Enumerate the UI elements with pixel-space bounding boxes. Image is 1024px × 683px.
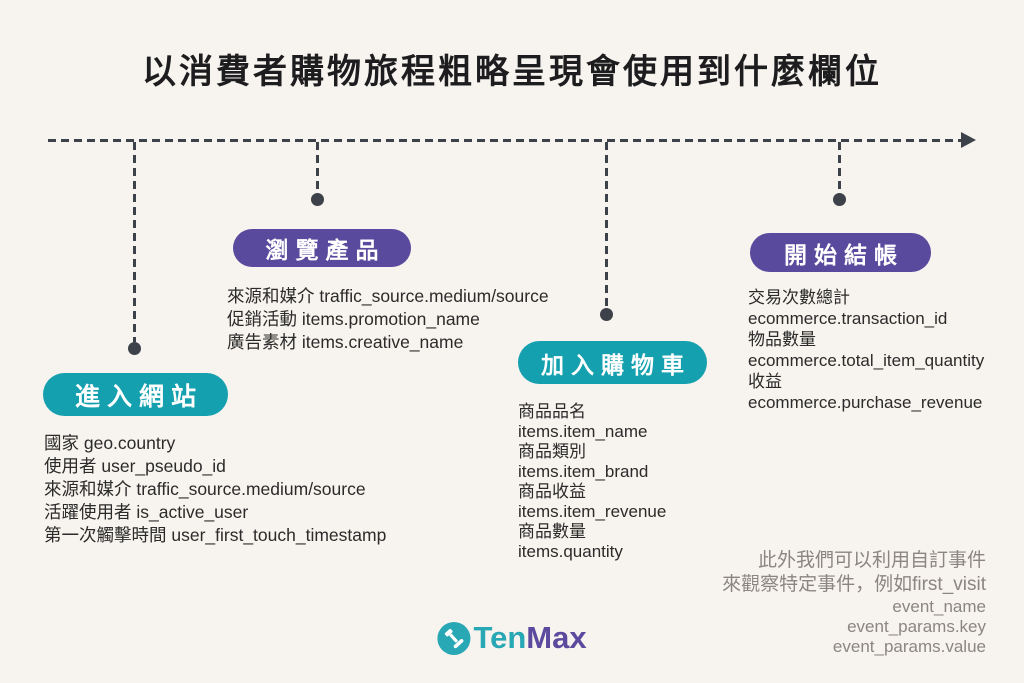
logo-ten-text: Ten [473, 620, 527, 655]
note-line: event_params.key [847, 617, 986, 636]
logo-max-text: Max [526, 620, 587, 655]
field-line: 來源和媒介 traffic_source.medium/source [44, 479, 366, 499]
field-line: items.item_revenue [518, 502, 667, 521]
field-line: ecommerce.transaction_id [748, 309, 948, 328]
enter-site-field-list: 國家 geo.country 使用者 user_pseudo_id 來源和媒介 … [44, 432, 386, 547]
note-line: event_params.value [832, 637, 986, 656]
field-line: items.item_name [518, 422, 648, 441]
timeline-arrow-icon [961, 132, 976, 148]
view-product-field-list: 來源和媒介 traffic_source.medium/source 促銷活動 … [227, 285, 549, 354]
timeline-dot-enter-site [128, 342, 141, 355]
field-line: 商品收益 [518, 482, 586, 501]
timeline-drop-view-product [316, 142, 319, 193]
field-line: 促銷活動 items.promotion_name [227, 309, 480, 329]
field-line: 廣告素材 items.creative_name [227, 332, 464, 352]
timeline-drop-enter-site [133, 142, 136, 342]
field-line: items.quantity [518, 542, 623, 561]
field-line: 商品類別 [518, 442, 586, 461]
milestone-add-to-cart-pill: 加入購物車 [518, 341, 707, 384]
tenmax-gavel-icon [437, 621, 471, 655]
custom-events-note: 此外我們可以利用自訂事件 來觀察特定事件，例如first_visit event… [722, 549, 986, 657]
field-line: items.item_brand [518, 462, 649, 481]
milestone-begin-checkout-pill: 開始結帳 [750, 233, 931, 272]
field-line: 物品數量 [748, 330, 816, 349]
timeline-dot-begin-checkout [833, 193, 846, 206]
field-line: 商品數量 [518, 522, 586, 541]
page-title: 以消費者購物旅程粗略呈現會使用到什麼欄位 [142, 53, 882, 91]
timeline-drop-begin-checkout [838, 142, 841, 193]
tenmax-logo: TenMax [437, 620, 587, 656]
field-line: 第一次觸擊時間 user_first_touch_timestamp [44, 525, 387, 545]
field-line: 活躍使用者 is_active_user [44, 502, 249, 522]
timeline-dot-view-product [311, 193, 324, 206]
note-line: 來觀察特定事件，例如first_visit [722, 574, 986, 595]
logo-wordmark: TenMax [473, 620, 586, 656]
field-line: 使用者 user_pseudo_id [44, 456, 226, 476]
field-line: 來源和媒介 traffic_source.medium/source [227, 286, 549, 306]
add-to-cart-field-list: 商品品名 items.item_name 商品類別 items.item_bra… [518, 402, 666, 562]
begin-checkout-field-list: 交易次數總計 ecommerce.transaction_id 物品數量 eco… [748, 287, 984, 413]
timeline-axis [48, 139, 964, 142]
field-line: 國家 geo.country [44, 433, 176, 453]
field-line: 收益 [748, 372, 782, 391]
milestone-view-product-pill: 瀏覽產品 [233, 229, 411, 267]
note-line: 此外我們可以利用自訂事件 [757, 550, 986, 571]
timeline-drop-add-to-cart [605, 142, 608, 308]
field-line: 商品品名 [518, 402, 586, 421]
note-line: event_name [892, 597, 986, 616]
milestone-enter-site-pill: 進入網站 [43, 373, 228, 416]
field-line: ecommerce.total_item_quantity [748, 351, 985, 370]
timeline-dot-add-to-cart [600, 308, 613, 321]
field-line: 交易次數總計 [748, 288, 850, 307]
field-line: ecommerce.purchase_revenue [748, 393, 983, 412]
